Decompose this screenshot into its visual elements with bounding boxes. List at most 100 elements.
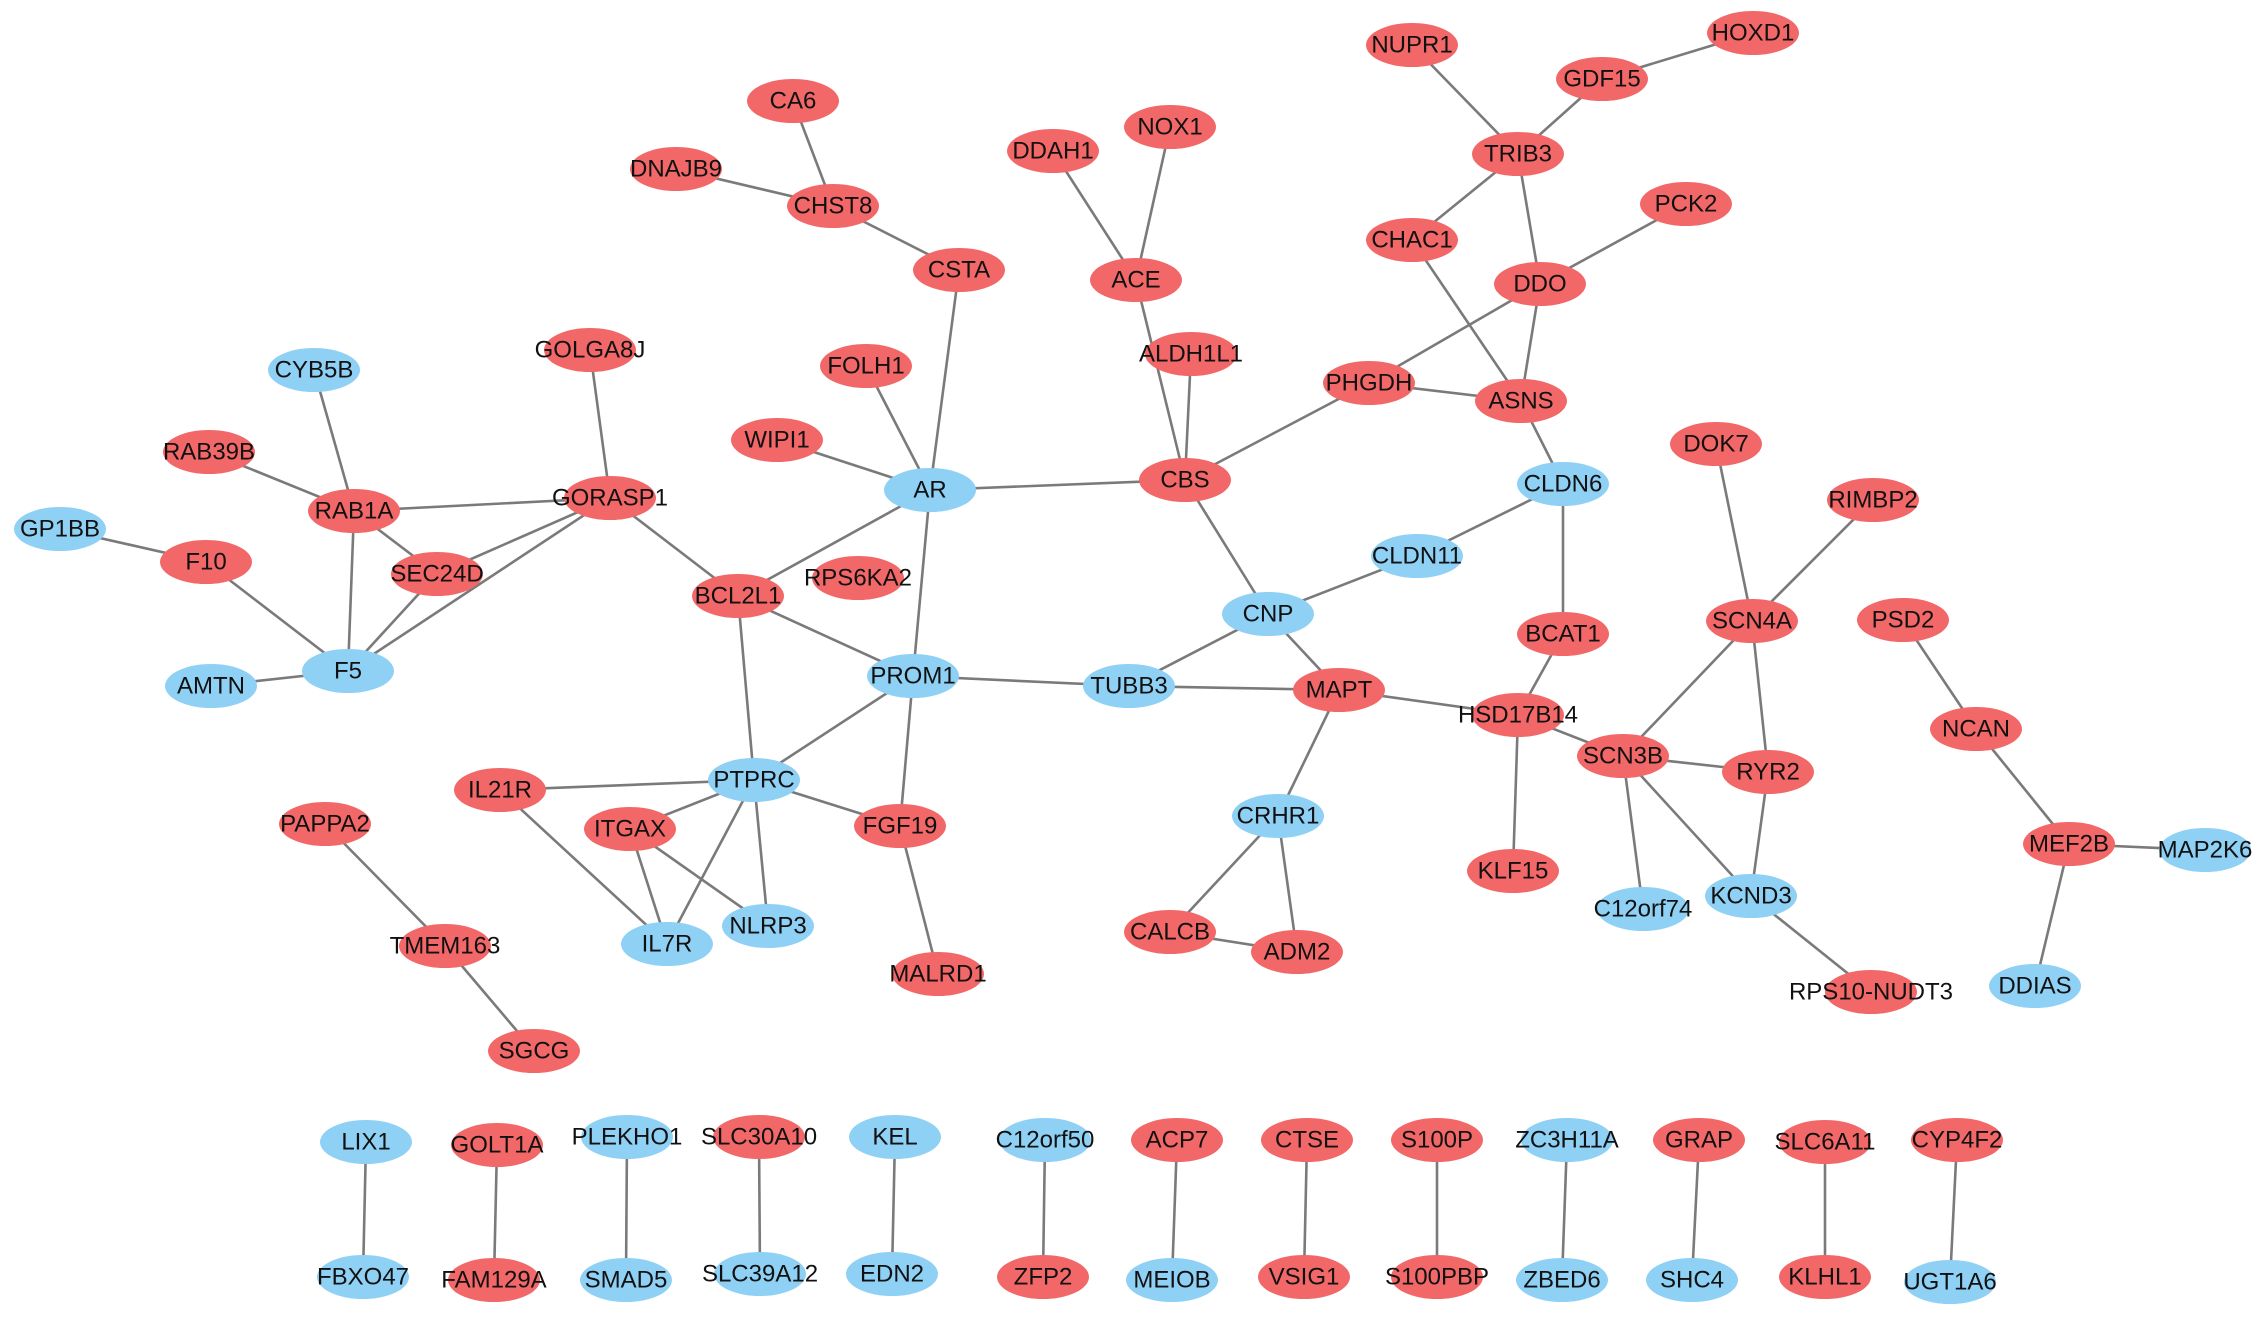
node-tmem163[interactable]: TMEM163 — [390, 924, 501, 968]
node-aldh1l1[interactable]: ALDH1L1 — [1139, 332, 1243, 376]
node-ar[interactable]: AR — [884, 468, 976, 512]
node-map2k6[interactable]: MAP2K6 — [2158, 828, 2253, 872]
node-cldn11[interactable]: CLDN11 — [1371, 534, 1463, 578]
node-label: BCL2L1 — [695, 583, 782, 610]
node-bcl2l1[interactable]: BCL2L1 — [692, 574, 784, 618]
node-vsig1[interactable]: VSIG1 — [1258, 1255, 1350, 1299]
node-c12orf74[interactable]: C12orf74 — [1594, 887, 1693, 931]
node-pck2[interactable]: PCK2 — [1640, 182, 1732, 226]
node-ellipse — [1261, 1118, 1353, 1162]
node-rab39b[interactable]: RAB39B — [163, 430, 255, 474]
node-rps10-nudt3[interactable]: RPS10-NUDT3 — [1789, 970, 1953, 1014]
node-dok7[interactable]: DOK7 — [1670, 422, 1762, 466]
node-f5[interactable]: F5 — [302, 649, 394, 693]
node-cyb5b[interactable]: CYB5B — [268, 348, 360, 392]
node-golt1a[interactable]: GOLT1A — [451, 1123, 544, 1167]
node-kel[interactable]: KEL — [849, 1115, 941, 1159]
node-hoxd1[interactable]: HOXD1 — [1707, 11, 1799, 55]
node-grap[interactable]: GRAP — [1653, 1118, 1745, 1162]
node-klhl1[interactable]: KLHL1 — [1779, 1255, 1871, 1299]
node-rimbp2[interactable]: RIMBP2 — [1827, 478, 1919, 522]
node-bcat1[interactable]: BCAT1 — [1517, 612, 1609, 656]
node-slc39a12[interactable]: SLC39A12 — [702, 1252, 818, 1296]
node-scn4a[interactable]: SCN4A — [1706, 599, 1798, 643]
node-zc3h11a[interactable]: ZC3H11A — [1515, 1118, 1619, 1162]
node-plekho1[interactable]: PLEKHO1 — [572, 1115, 683, 1159]
node-prom1[interactable]: PROM1 — [867, 654, 959, 698]
node-ctse[interactable]: CTSE — [1261, 1118, 1353, 1162]
node-zbed6[interactable]: ZBED6 — [1516, 1258, 1608, 1302]
node-acp7[interactable]: ACP7 — [1131, 1118, 1223, 1162]
node-calcb[interactable]: CALCB — [1124, 910, 1216, 954]
node-label: MAPT — [1306, 677, 1373, 704]
node-gdf15[interactable]: GDF15 — [1556, 57, 1648, 101]
node-scn3b[interactable]: SCN3B — [1577, 734, 1669, 778]
node-ca6[interactable]: CA6 — [747, 79, 839, 123]
node-itgax[interactable]: ITGAX — [584, 807, 676, 851]
node-nlrp3[interactable]: NLRP3 — [722, 904, 814, 948]
node-asns[interactable]: ASNS — [1475, 379, 1567, 423]
node-kcnd3[interactable]: KCND3 — [1705, 874, 1797, 918]
node-rps6ka2[interactable]: RPS6KA2 — [804, 556, 912, 600]
node-ddah1[interactable]: DDAH1 — [1007, 129, 1099, 173]
node-nupr1[interactable]: NUPR1 — [1366, 23, 1458, 67]
node-ryr2[interactable]: RYR2 — [1722, 750, 1814, 794]
node-gp1bb[interactable]: GP1BB — [14, 507, 106, 551]
node-meiob[interactable]: MEIOB — [1126, 1258, 1218, 1302]
node-ddo[interactable]: DDO — [1494, 262, 1586, 306]
node-dnajb9[interactable]: DNAJB9 — [630, 147, 722, 191]
node-c12orf50[interactable]: C12orf50 — [996, 1118, 1095, 1162]
node-edn2[interactable]: EDN2 — [846, 1252, 938, 1296]
node-ptprc[interactable]: PTPRC — [708, 758, 800, 802]
node-wipi1[interactable]: WIPI1 — [731, 418, 823, 462]
node-lix1[interactable]: LIX1 — [320, 1120, 412, 1164]
node-adm2[interactable]: ADM2 — [1251, 930, 1343, 974]
node-hsd17b14[interactable]: HSD17B14 — [1458, 693, 1578, 737]
node-golga8j[interactable]: GOLGA8J — [535, 328, 646, 372]
node-fgf19[interactable]: FGF19 — [854, 804, 946, 848]
node-phgdh[interactable]: PHGDH — [1323, 361, 1415, 405]
node-label: SEC24D — [390, 561, 483, 588]
node-trib3[interactable]: TRIB3 — [1472, 132, 1564, 176]
node-malrd1[interactable]: MALRD1 — [889, 952, 987, 996]
node-smad5[interactable]: SMAD5 — [580, 1258, 672, 1302]
node-il7r[interactable]: IL7R — [621, 922, 713, 966]
node-amtn[interactable]: AMTN — [165, 664, 257, 708]
node-gorasp1[interactable]: GORASP1 — [552, 476, 668, 520]
node-nox1[interactable]: NOX1 — [1124, 105, 1216, 149]
node-il21r[interactable]: IL21R — [454, 768, 546, 812]
node-sec24d[interactable]: SEC24D — [390, 552, 484, 596]
node-ellipse — [1391, 1255, 1483, 1299]
node-psd2[interactable]: PSD2 — [1857, 598, 1949, 642]
edge-bcl2l1-ptprc — [736, 595, 756, 781]
node-f10[interactable]: F10 — [160, 540, 252, 584]
node-slc6a11[interactable]: SLC6A11 — [1775, 1120, 1876, 1164]
node-ddias[interactable]: DDIAS — [1989, 964, 2081, 1008]
node-mef2b[interactable]: MEF2B — [2023, 822, 2115, 866]
node-chst8[interactable]: CHST8 — [787, 184, 879, 228]
node-zfp2[interactable]: ZFP2 — [997, 1255, 1089, 1299]
node-shc4[interactable]: SHC4 — [1646, 1258, 1738, 1302]
node-ugt1a6[interactable]: UGT1A6 — [1903, 1260, 1997, 1304]
node-cldn6[interactable]: CLDN6 — [1517, 462, 1609, 506]
node-cbs[interactable]: CBS — [1139, 458, 1231, 502]
node-rab1a[interactable]: RAB1A — [308, 489, 400, 533]
node-slc30a10[interactable]: SLC30A10 — [701, 1115, 817, 1159]
node-crhr1[interactable]: CRHR1 — [1232, 794, 1324, 838]
node-s100p[interactable]: S100P — [1391, 1118, 1483, 1162]
node-folh1[interactable]: FOLH1 — [820, 344, 912, 388]
node-ncan[interactable]: NCAN — [1930, 707, 2022, 751]
node-chac1[interactable]: CHAC1 — [1366, 218, 1458, 262]
node-s100pbp[interactable]: S100PBP — [1385, 1255, 1489, 1299]
node-pappa2[interactable]: PAPPA2 — [279, 802, 371, 846]
node-cyp4f2[interactable]: CYP4F2 — [1911, 1118, 2003, 1162]
node-sgcg[interactable]: SGCG — [488, 1029, 580, 1073]
node-tubb3[interactable]: TUBB3 — [1083, 664, 1175, 708]
node-fam129a[interactable]: FAM129A — [441, 1258, 547, 1302]
node-csta[interactable]: CSTA — [913, 248, 1005, 292]
node-mapt[interactable]: MAPT — [1293, 668, 1385, 712]
node-klf15[interactable]: KLF15 — [1467, 849, 1559, 893]
node-cnp[interactable]: CNP — [1222, 592, 1314, 636]
node-fbxo47[interactable]: FBXO47 — [317, 1255, 409, 1299]
node-ace[interactable]: ACE — [1090, 258, 1182, 302]
